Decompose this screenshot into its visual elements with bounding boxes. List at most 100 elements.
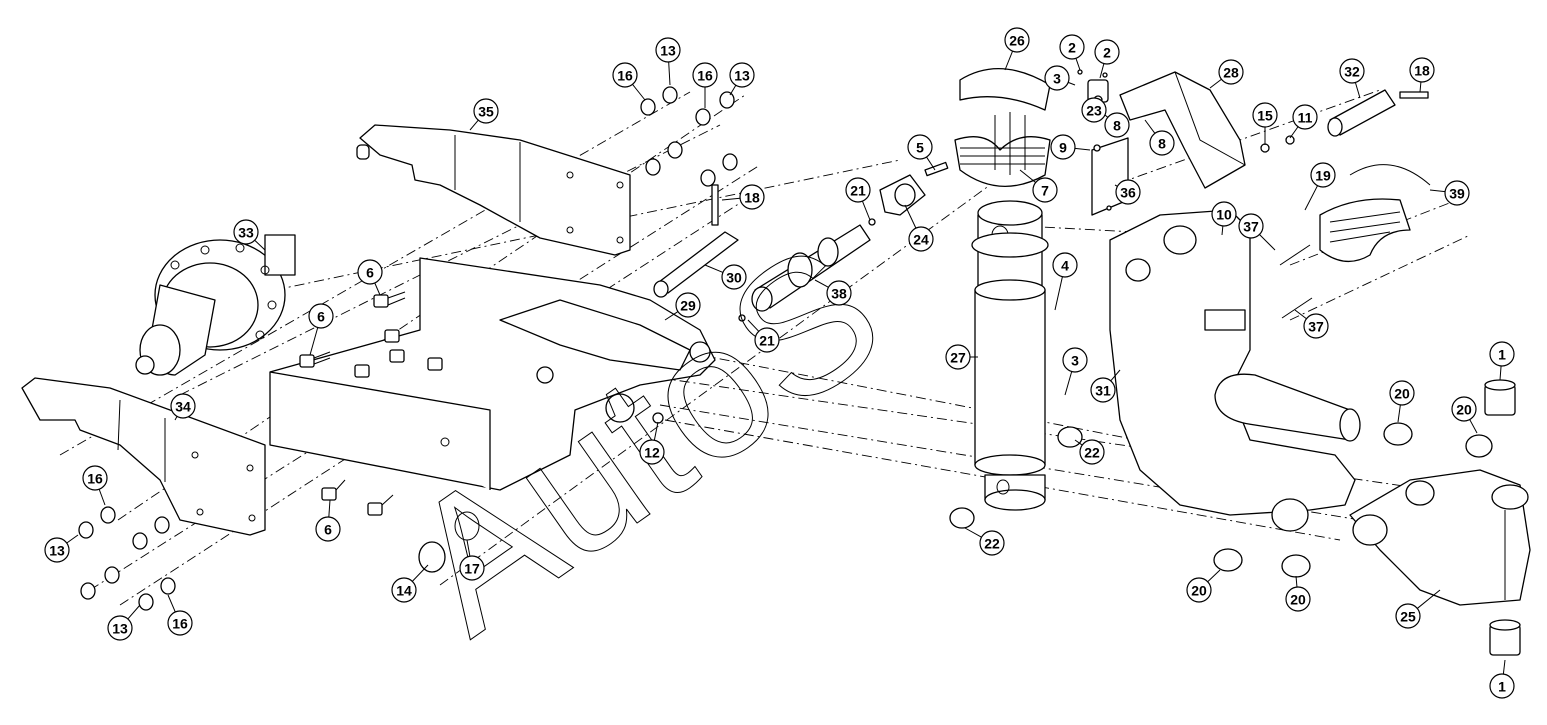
part-balloon-18: 18 xyxy=(739,184,765,210)
balloon-number: 34 xyxy=(175,399,191,415)
balloon-number: 30 xyxy=(726,270,742,286)
part-balloon-25: 25 xyxy=(1395,603,1421,629)
balloon-number: 19 xyxy=(1315,168,1331,184)
balloon-number: 1 xyxy=(1498,347,1506,363)
part-balloon-10: 10 xyxy=(1211,201,1237,227)
bracket-31 xyxy=(1109,209,1361,532)
balloon-number: 8 xyxy=(1113,118,1121,134)
part-balloon-6: 6 xyxy=(357,259,383,285)
balloon-number: 35 xyxy=(478,104,494,120)
balloon-circle xyxy=(1339,58,1365,84)
balloon-number: 20 xyxy=(1456,402,1472,418)
bushings-22 xyxy=(949,426,1083,529)
leader-line xyxy=(1068,81,1076,86)
spring-39 xyxy=(1279,164,1431,319)
balloon-circle xyxy=(1444,180,1470,206)
leader-line xyxy=(964,527,982,538)
balloon-number: 11 xyxy=(1298,110,1313,126)
balloon-circle xyxy=(1115,179,1141,205)
flange-24 xyxy=(879,161,949,216)
balloon-circle xyxy=(1409,57,1435,83)
balloon-number: 23 xyxy=(1086,103,1102,119)
balloon-circle xyxy=(1149,130,1175,156)
balloon-number: 13 xyxy=(660,43,676,59)
balloon-circle xyxy=(1389,380,1415,406)
leader-line xyxy=(309,327,319,356)
balloon-number: 6 xyxy=(324,522,332,538)
shaft-38 xyxy=(738,218,876,322)
balloon-circle xyxy=(1052,252,1078,278)
leader-line xyxy=(1074,147,1091,151)
part-balloon-3: 3 xyxy=(1062,347,1088,373)
leader-line xyxy=(1104,114,1109,118)
balloon-number: 25 xyxy=(1400,609,1416,625)
leader-line xyxy=(861,200,871,221)
leader-line xyxy=(98,489,106,506)
part-balloon-22: 22 xyxy=(979,530,1005,556)
balloon-number: 38 xyxy=(831,286,847,302)
balloon-number: 22 xyxy=(1084,445,1100,461)
leader-line xyxy=(167,594,176,613)
balloon-circle xyxy=(82,465,108,491)
balloon-circle xyxy=(1252,102,1278,128)
balloon-number: 20 xyxy=(1191,583,1207,599)
part-balloon-28: 28 xyxy=(1218,59,1244,85)
balloon-circle xyxy=(945,344,971,370)
springs-26-7 xyxy=(954,67,1051,187)
leader-lines xyxy=(66,50,1506,675)
part-balloon-1: 1 xyxy=(1489,341,1515,367)
balloon-circle xyxy=(692,62,718,88)
balloon-number: 16 xyxy=(172,616,188,632)
part-balloon-8: 8 xyxy=(1104,112,1130,138)
leader-line xyxy=(1304,185,1318,211)
main-frame xyxy=(269,257,716,491)
bolts-group xyxy=(299,291,443,516)
leader-line xyxy=(1469,419,1478,434)
balloon-circle xyxy=(729,62,755,88)
leader-line xyxy=(1354,82,1361,99)
balloon-circle xyxy=(233,219,259,245)
balloon-circle xyxy=(1218,59,1244,85)
balloon-number: 3 xyxy=(1071,353,1079,369)
leader-line xyxy=(747,319,760,332)
leader-line xyxy=(411,564,429,582)
part-balloon-32: 32 xyxy=(1339,58,1365,84)
balloon-number: 17 xyxy=(464,561,480,577)
balloon-number: 2 xyxy=(1068,40,1076,56)
balloon-circle xyxy=(1489,341,1515,367)
leader-line xyxy=(926,156,936,171)
leader-line xyxy=(1416,589,1441,609)
leader-line xyxy=(704,264,724,273)
balloon-circle xyxy=(1094,39,1120,65)
part-balloon-21: 21 xyxy=(845,177,871,203)
balloon-number: 5 xyxy=(916,140,924,156)
part-balloon-6: 6 xyxy=(308,303,334,329)
balloon-circle xyxy=(979,530,1005,556)
pin-30 xyxy=(653,184,739,298)
balloon-number: 13 xyxy=(734,68,750,84)
part-balloon-19: 19 xyxy=(1310,162,1336,188)
balloon-circle xyxy=(1186,577,1212,603)
leader-line xyxy=(1419,81,1422,93)
balloon-circle xyxy=(1044,65,1070,91)
part-balloon-3: 3 xyxy=(1044,65,1070,91)
leader-line xyxy=(1499,365,1502,381)
leader-line xyxy=(1075,58,1081,71)
pin-32 xyxy=(1260,89,1429,153)
balloon-number: 9 xyxy=(1059,140,1067,156)
leader-line xyxy=(729,85,737,96)
leader-line xyxy=(1110,369,1121,382)
balloon-circle xyxy=(459,555,485,581)
balloon-circle xyxy=(1211,201,1237,227)
leader-line xyxy=(1099,63,1105,79)
balloon-circle xyxy=(1059,34,1085,60)
leader-line xyxy=(1502,659,1506,675)
balloon-number: 14 xyxy=(396,583,412,599)
balloon-circle xyxy=(1079,439,1105,465)
leader-line xyxy=(1295,575,1298,588)
balloon-circle xyxy=(107,615,133,641)
side-plate-lower xyxy=(21,377,266,536)
nuts-and-washers xyxy=(78,86,738,611)
part-balloon-18: 18 xyxy=(1409,57,1435,83)
part-balloon-15: 15 xyxy=(1252,102,1278,128)
